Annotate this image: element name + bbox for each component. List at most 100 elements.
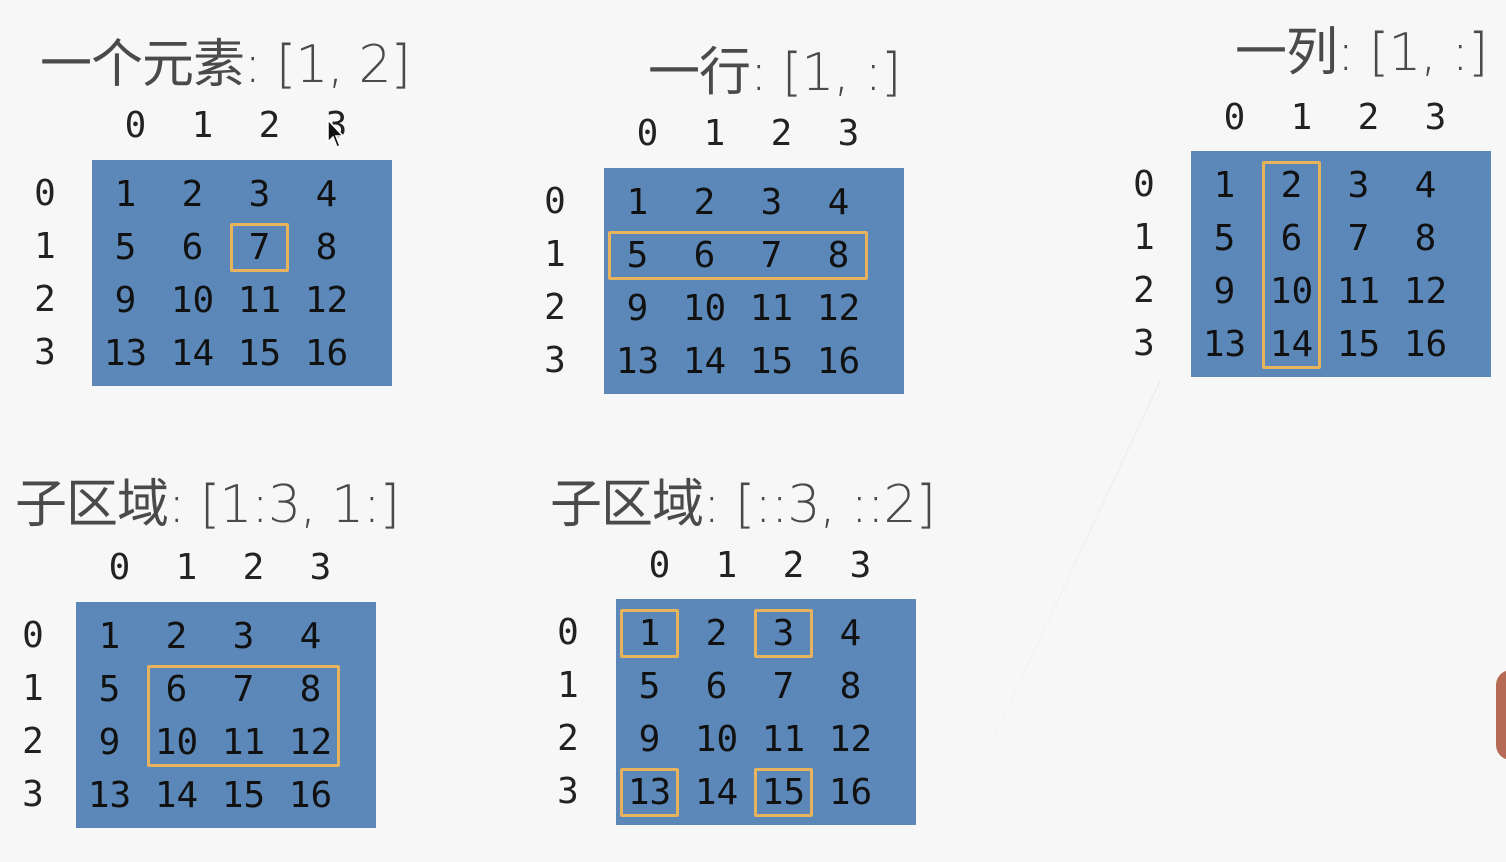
row-label: 1 <box>544 234 566 275</box>
matrix-cell: 4 <box>839 613 862 654</box>
matrix-cell: 4 <box>1414 165 1437 206</box>
matrix-cell: 14 <box>694 772 739 813</box>
matrix-cell: 10 <box>694 719 739 760</box>
matrix-cell: 6 <box>693 235 716 276</box>
matrix-cell: 1 <box>638 613 661 654</box>
selection-highlight <box>608 231 868 280</box>
matrix-cell: 14 <box>154 775 199 816</box>
matrix-cell: 8 <box>839 666 862 707</box>
matrix-cell: 1 <box>1213 165 1236 206</box>
column-label: 3 <box>309 547 332 588</box>
panel-title: 一列: [1, :] <box>1235 23 1488 83</box>
matrix-cell: 7 <box>760 235 783 276</box>
panel-title: 一个元素: [1, 2] <box>40 35 411 95</box>
selection-highlight <box>754 609 813 658</box>
matrix-cell: 9 <box>626 288 649 329</box>
matrix-cell: 2 <box>181 174 204 215</box>
matrix-cell: 14 <box>170 333 215 374</box>
matrix-cell: 3 <box>772 613 795 654</box>
matrix-cell: 16 <box>828 772 873 813</box>
matrix-cell: 2 <box>165 616 188 657</box>
row-label: 0 <box>1133 164 1155 205</box>
matrix-cell: 2 <box>693 182 716 223</box>
row-label: 3 <box>22 774 44 815</box>
decorative-line <box>990 379 1161 743</box>
matrix-cell: 4 <box>827 182 850 223</box>
matrix-cell: 13 <box>627 772 672 813</box>
matrix-cell: 8 <box>315 227 338 268</box>
matrix-cell: 10 <box>1269 271 1314 312</box>
matrix-cell: 12 <box>1403 271 1448 312</box>
panel-title: 子区域: [1:3, 1:] <box>15 475 400 535</box>
matrix-cell: 15 <box>761 772 806 813</box>
matrix-cell: 15 <box>221 775 266 816</box>
presenter-avatar-edge <box>1496 670 1506 760</box>
matrix-cell: 10 <box>154 722 199 763</box>
panel-title: 一行: [1, :] <box>648 43 901 103</box>
row-label: 2 <box>544 287 566 328</box>
selection-highlight <box>620 609 679 658</box>
matrix-cell: 7 <box>248 227 271 268</box>
matrix-cell: 5 <box>1213 218 1236 259</box>
matrix-cell: 10 <box>170 280 215 321</box>
matrix-cell: 9 <box>1213 271 1236 312</box>
matrix-cell: 2 <box>1280 165 1303 206</box>
matrix-cell: 10 <box>682 288 727 329</box>
panel-title: 子区域: [::3, ::2] <box>550 475 936 535</box>
matrix-cell: 14 <box>682 341 727 382</box>
matrix-cell: 13 <box>615 341 660 382</box>
matrix-cell: 3 <box>760 182 783 223</box>
column-label: 2 <box>770 113 793 154</box>
matrix-cell: 16 <box>304 333 349 374</box>
row-label: 1 <box>22 668 44 709</box>
row-label: 3 <box>557 771 579 812</box>
matrix-cell: 13 <box>103 333 148 374</box>
matrix-cell: 5 <box>114 227 137 268</box>
row-label: 0 <box>34 173 56 214</box>
matrix-cell: 16 <box>288 775 333 816</box>
matrix-cell: 3 <box>232 616 255 657</box>
row-label: 3 <box>544 340 566 381</box>
row-label: 1 <box>1133 217 1155 258</box>
selection-highlight <box>1262 161 1321 369</box>
matrix-cell: 11 <box>1336 271 1381 312</box>
matrix-cell: 11 <box>221 722 266 763</box>
matrix-cell: 3 <box>1347 165 1370 206</box>
matrix-cell: 1 <box>626 182 649 223</box>
matrix-cell: 6 <box>181 227 204 268</box>
row-label: 0 <box>22 615 44 656</box>
column-label: 0 <box>636 113 659 154</box>
row-label: 3 <box>34 332 56 373</box>
column-label: 1 <box>715 545 738 586</box>
matrix-cell: 13 <box>87 775 132 816</box>
column-label: 3 <box>1424 97 1447 138</box>
column-label: 3 <box>849 545 872 586</box>
matrix-cell: 14 <box>1269 324 1314 365</box>
row-label: 3 <box>1133 323 1155 364</box>
row-label: 1 <box>557 665 579 706</box>
selection-highlight <box>147 665 340 767</box>
matrix-cell: 9 <box>114 280 137 321</box>
matrix-cell: 12 <box>828 719 873 760</box>
matrix-cell: 4 <box>299 616 322 657</box>
matrix-cell: 6 <box>1280 218 1303 259</box>
matrix-cell: 12 <box>304 280 349 321</box>
matrix-cell: 6 <box>705 666 728 707</box>
column-label: 0 <box>648 545 671 586</box>
column-label: 3 <box>837 113 860 154</box>
matrix-cell: 7 <box>232 669 255 710</box>
matrix-cell: 3 <box>248 174 271 215</box>
column-label: 1 <box>703 113 726 154</box>
column-label: 1 <box>1290 97 1313 138</box>
matrix-cell: 12 <box>288 722 333 763</box>
row-label: 2 <box>34 279 56 320</box>
matrix-cell: 7 <box>772 666 795 707</box>
selection-highlight <box>620 768 679 817</box>
matrix-cell: 8 <box>827 235 850 276</box>
